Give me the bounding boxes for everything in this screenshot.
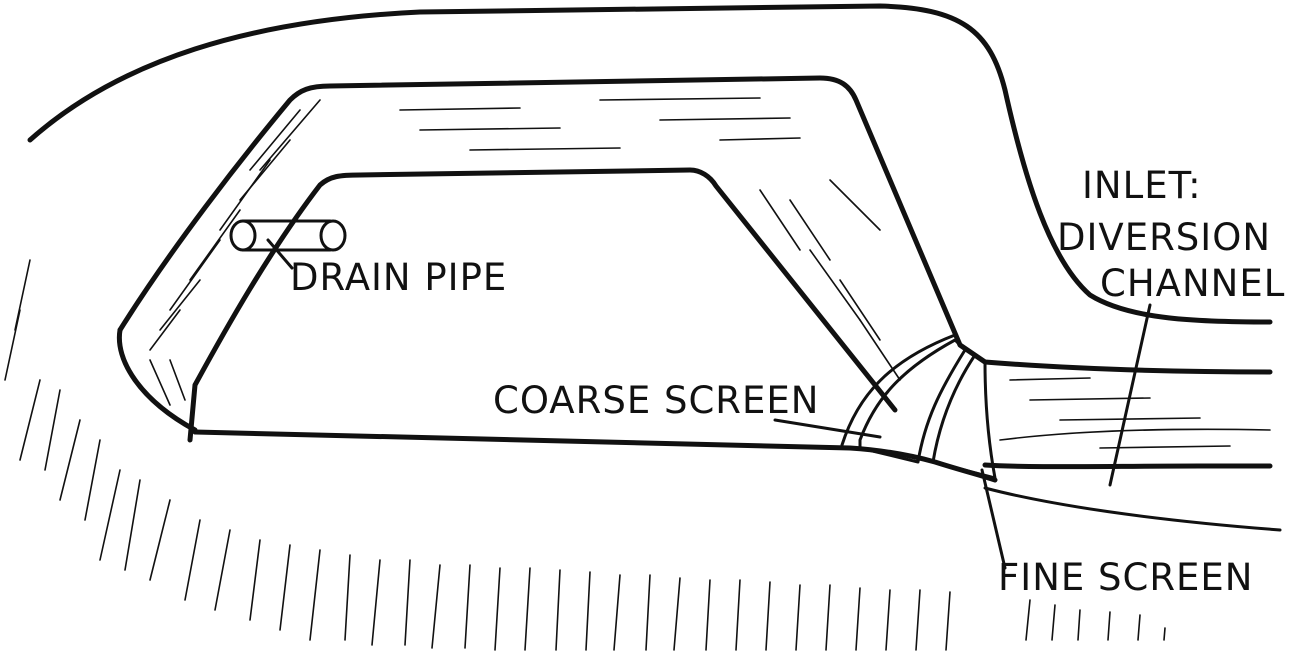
drain-pipe-label: DRAIN PIPE xyxy=(290,256,507,299)
inlet-label-line2: DIVERSION xyxy=(1057,216,1271,259)
channel-bank-line xyxy=(1000,429,1270,440)
channel-lower-edge xyxy=(985,465,1270,467)
fine-screen xyxy=(933,355,995,478)
inlet-label-line3: CHANNEL xyxy=(1100,262,1285,305)
pond-bottom-edge xyxy=(195,432,995,480)
inlet-leader xyxy=(1110,305,1150,485)
channel-floor-edge xyxy=(985,488,1280,530)
inlet-label-line1: INLET: xyxy=(1082,164,1202,207)
coarse-screen-label: COARSE SCREEN xyxy=(493,379,819,422)
fine-screen-leader xyxy=(982,470,1005,568)
fine-screen-label: FINE SCREEN xyxy=(998,556,1253,599)
pond-left-slope-edge xyxy=(119,330,195,430)
